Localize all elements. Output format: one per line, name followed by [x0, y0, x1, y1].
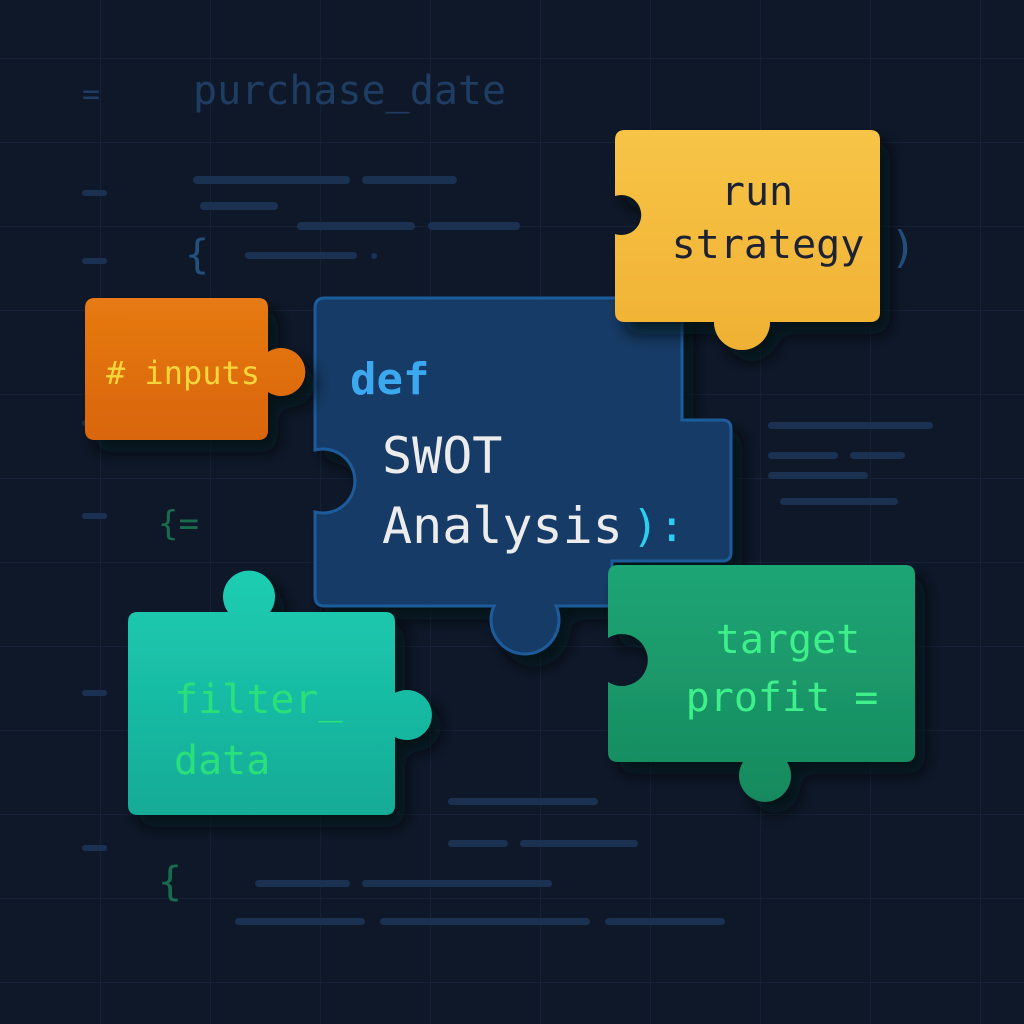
swot-line1: SWOT	[382, 427, 502, 485]
paren: )	[890, 222, 917, 273]
code-text: purchase_date	[193, 68, 506, 114]
filter-data-piece[interactable]: filter_ data	[128, 570, 432, 815]
filter-data-line1: filter_	[174, 677, 343, 723]
code-background: purchase_date = { {= { )	[82, 68, 933, 925]
swot-line2: Analysis	[382, 497, 623, 555]
target-profit-line1: target	[716, 617, 861, 663]
run-strategy-line2: strategy	[672, 222, 865, 268]
gutter-equals: =	[82, 77, 100, 112]
inputs-piece[interactable]: # inputs	[85, 298, 306, 440]
swot-analysis-piece[interactable]: def SWOT Analysis ):	[313, 296, 733, 656]
filter-data-line2: data	[174, 738, 270, 784]
swot-piece-shape	[313, 296, 733, 656]
target-profit-line2: profit =	[686, 675, 879, 721]
brace: {	[185, 232, 209, 278]
run-strategy-piece[interactable]: run strategy	[615, 130, 880, 350]
brace-equals: {=	[158, 504, 199, 544]
run-strategy-line1: run	[721, 169, 793, 215]
inputs-shape	[85, 298, 306, 440]
brace: {	[158, 859, 182, 905]
swot-suffix: ):	[632, 501, 685, 552]
target-profit-shape	[608, 565, 915, 802]
filter-data-shape	[128, 570, 432, 815]
inputs-label: # inputs	[106, 354, 260, 392]
target-profit-piece[interactable]: target profit =	[608, 565, 915, 802]
run-strategy-shape	[615, 130, 880, 350]
def-keyword: def	[350, 354, 429, 405]
